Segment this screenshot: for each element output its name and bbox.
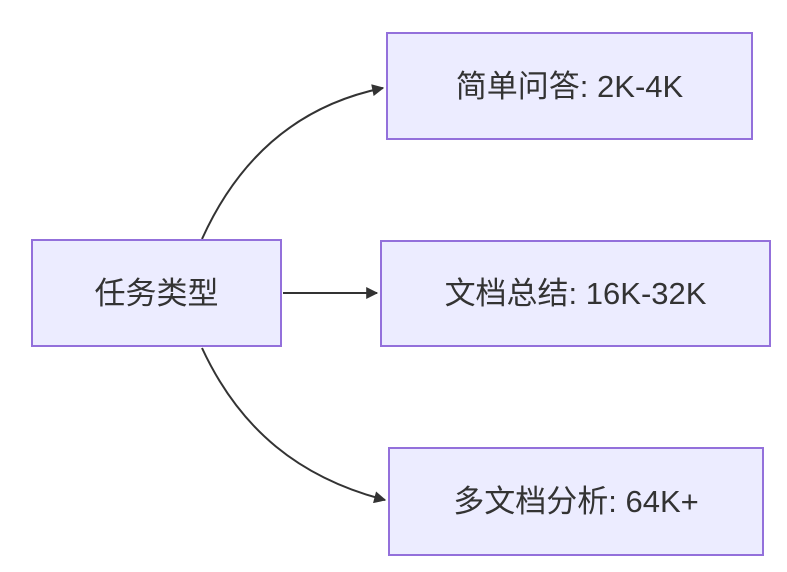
node-simple-qa-label: 简单问答: 2K-4K — [455, 68, 684, 104]
edge-root-to-simple-qa — [201, 84, 385, 240]
node-task-type: 任务类型 — [31, 239, 282, 347]
node-doc-summary-label: 文档总结: 16K-32K — [444, 276, 707, 311]
node-task-type-label: 任务类型 — [94, 275, 219, 311]
node-multi-doc-analysis-label: 多文档分析: 64K+ — [453, 484, 699, 519]
node-simple-qa: 简单问答: 2K-4K — [386, 32, 753, 140]
node-multi-doc-analysis: 多文档分析: 64K+ — [388, 447, 764, 556]
edge-root-to-multi-doc — [201, 347, 387, 504]
node-doc-summary: 文档总结: 16K-32K — [380, 240, 771, 347]
